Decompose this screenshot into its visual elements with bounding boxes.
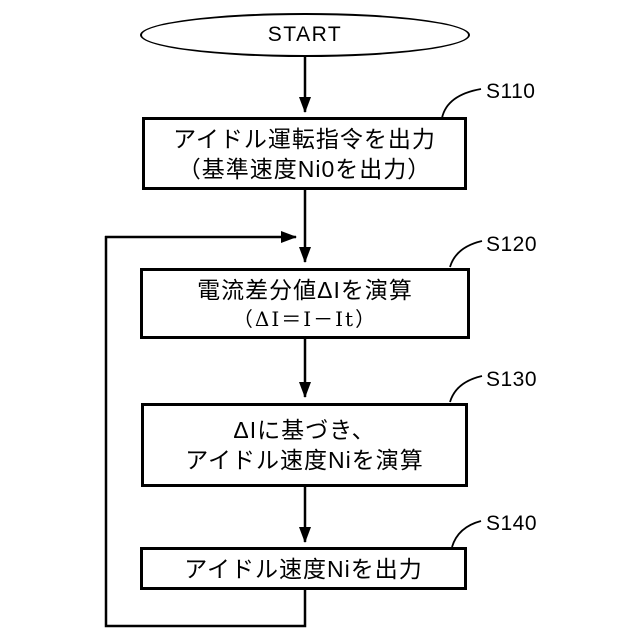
leader-line-s110: [441, 88, 482, 119]
step-label-s110: S110: [486, 80, 536, 103]
process-box-s140: アイドル速度Niを出力: [140, 547, 467, 590]
process-text: ΔIに基づき、: [233, 417, 376, 443]
step-label-s130: S130: [486, 368, 538, 391]
process-text: （基準速度Ni0を出力）: [177, 155, 432, 182]
process-text: アイドル速度Niを出力: [184, 555, 423, 582]
process-box-s110: アイドル運転指令を出力 （基準速度Ni0を出力）: [142, 117, 467, 190]
process-box-s120: 電流差分値ΔIを演算 （ΔI＝I－It）: [140, 268, 470, 339]
step-label-s140: S140: [486, 512, 538, 535]
process-text: アイドル速度Niを演算: [185, 447, 424, 473]
step-label-s120: S120: [486, 233, 538, 256]
process-box-s130: ΔIに基づき、 アイドル速度Niを演算: [141, 403, 468, 487]
leader-line-s130: [449, 375, 483, 403]
start-terminal: START: [140, 13, 470, 57]
leader-line-s140: [451, 520, 482, 548]
loop-back-line: [104, 236, 307, 628]
process-text: 電流差分値ΔIを演算: [197, 276, 413, 303]
leader-line-s120: [449, 240, 483, 268]
process-formula: （ΔI＝I－It）: [232, 306, 378, 331]
start-label: START: [267, 23, 343, 46]
process-text: アイドル運転指令を出力: [173, 125, 436, 152]
